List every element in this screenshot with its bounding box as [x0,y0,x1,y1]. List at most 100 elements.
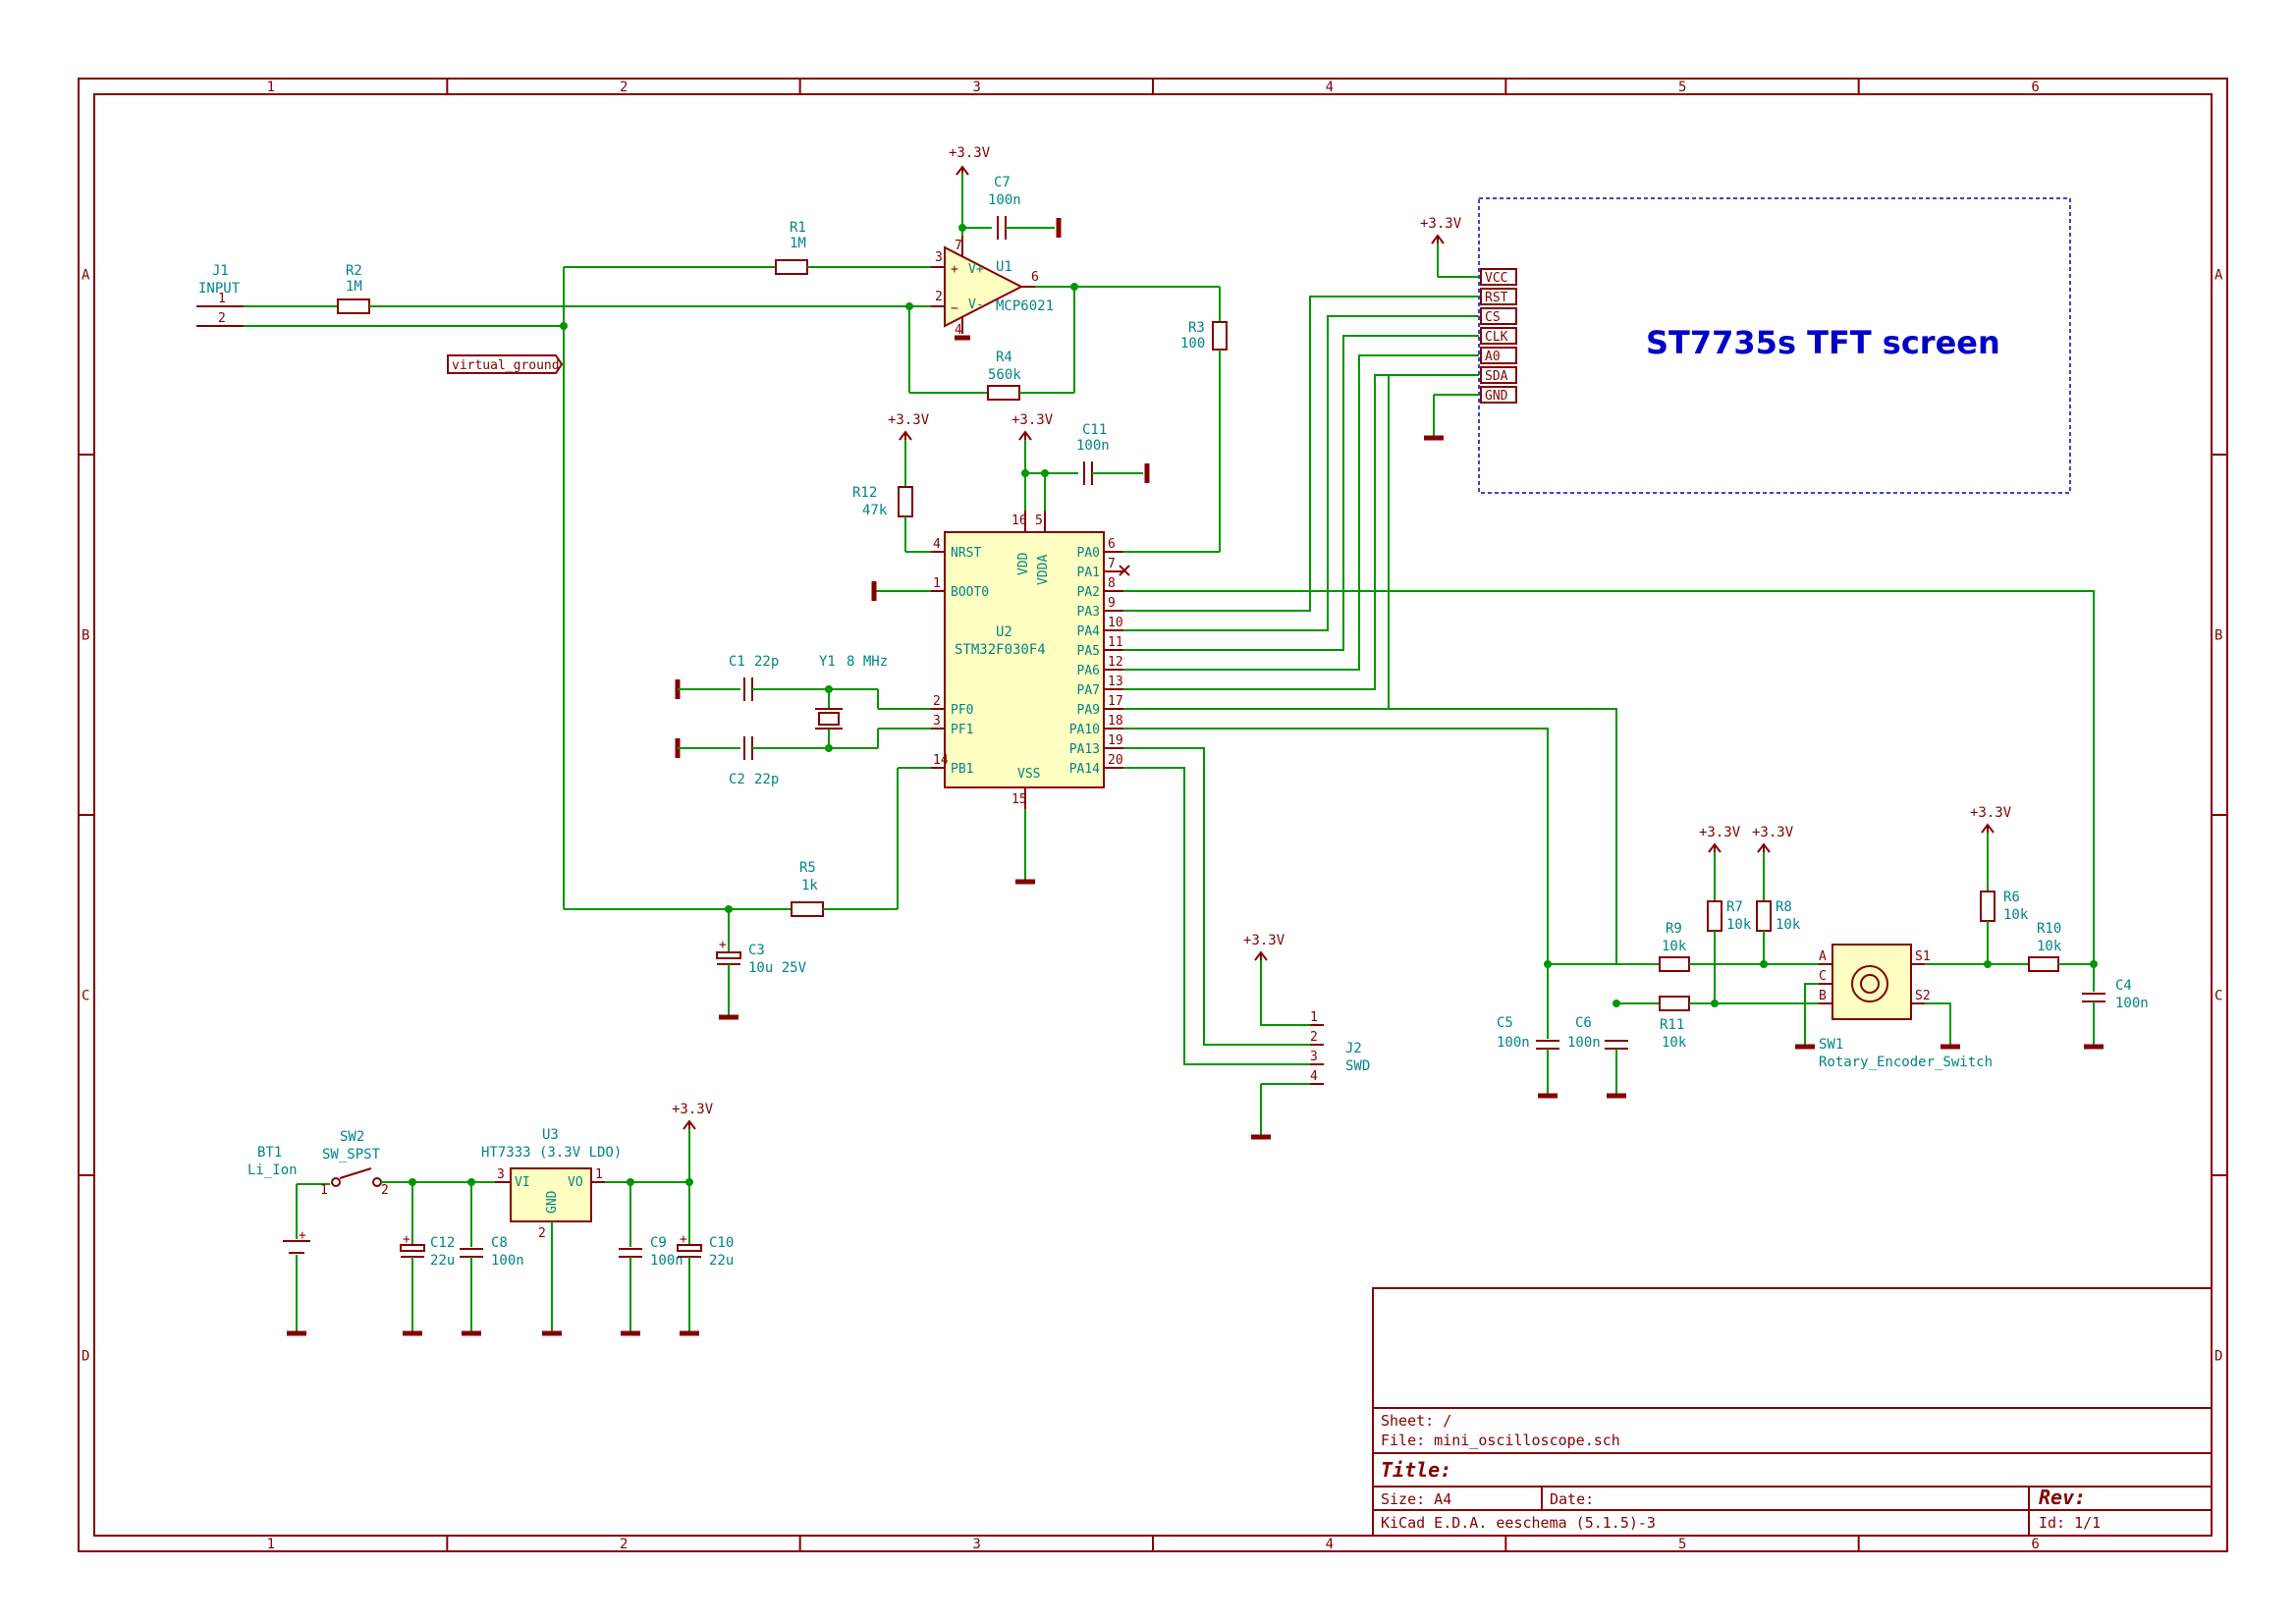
svg-text:+: + [680,1232,687,1247]
tft-section: ST7735s TFT screen +3.3V VCCRSTCSCLKA0SD… [1123,197,2095,964]
u2-right-pin-name: PA3 [1077,605,1100,620]
tb-rev: Rev: [2039,1486,2086,1509]
u2-left-pin-num: 3 [933,714,941,729]
bt1-value: Li_Ion [247,1163,298,1178]
r7-value: 10k [1726,917,1752,933]
sw2-pin2: 2 [381,1183,389,1198]
tft-pin-label: VCC [1485,271,1507,286]
u3-ref: U3 [542,1127,559,1143]
u2-ref: U2 [996,624,1012,640]
c7-ref: C7 [994,175,1011,190]
r8-value: 10k [1776,917,1801,933]
u2-right-pin-name: PA4 [1077,624,1101,639]
u2-right-pin-num: 12 [1108,655,1123,670]
r12-ref: R12 [852,485,877,501]
tb-size: Size: A4 [1381,1490,1451,1508]
tft-outline [1478,197,2071,494]
c9-value: 100n [650,1253,683,1269]
y1-value: 8 MHz [847,654,888,670]
u3-pin1: 1 [595,1167,603,1182]
u3-vo: VO [568,1175,583,1190]
u2-right-pin-num: 18 [1108,714,1123,729]
sw1-encoder [1831,944,1912,1020]
r4-ref: R4 [996,350,1012,365]
r4-value: 560k [988,367,1021,383]
frame-row-left: A [82,268,90,284]
u2-right-pin-name: PA2 [1077,585,1100,600]
r2-ref: R2 [346,263,362,279]
r7-ref: R7 [1726,899,1743,915]
tb-file: File: mini_oscilloscope.sch [1381,1432,1620,1449]
u2-vss-num: 15 [1011,792,1027,807]
pwr-r7-label: +3.3V [1699,825,1741,840]
tft-pin-label: GND [1485,389,1508,404]
tb-sheet: Sheet: / [1381,1412,1451,1430]
sw1-pin-c: C [1819,969,1827,984]
u2-right-pin-num: 10 [1108,616,1123,630]
u1-pin3: 3 [935,250,943,265]
u2-left-pin-num: 4 [933,537,941,552]
r5-value: 1k [801,878,818,893]
u1-ref: U1 [996,259,1012,275]
frame-row-right: C [2214,989,2222,1004]
c3-ref: C3 [748,943,765,958]
frame-col-top: 2 [620,80,628,95]
r1-value: 1M [790,236,806,251]
u2-right-pin-name: PA13 [1069,742,1100,757]
frame-col-top: 3 [972,80,980,95]
c5-ref: C5 [1497,1015,1513,1031]
r8-resistor [1756,900,1772,932]
tft-pin-box [1480,268,1517,286]
r5-ref: R5 [799,860,816,876]
u1-pin7: 7 [955,239,962,253]
u1-pin4: 4 [955,323,962,338]
frame-col-bottom: 3 [972,1537,980,1552]
sw1-ref: SW1 [1819,1037,1843,1053]
u2-right-pin-num: 19 [1108,733,1123,748]
r3-resistor [1212,321,1228,351]
u2-right-pin-num: 6 [1108,537,1116,552]
y1-crystal [818,712,840,726]
pwr-j2-label: +3.3V [1243,933,1285,948]
c6-ref: C6 [1575,1015,1592,1031]
u2-right-pin-name: PA10 [1069,723,1100,737]
frame-col-top: 5 [1678,80,1686,95]
c8-ref: C8 [491,1235,508,1251]
u2-right-pin-name: PA6 [1077,664,1100,678]
r9-resistor [1659,956,1690,972]
u2-vdda-num: 5 [1035,514,1043,528]
j2-pin3: 3 [1310,1050,1318,1064]
frame-row-right: A [2214,268,2223,284]
sw2-ref: SW2 [340,1129,364,1145]
j2-pin4: 4 [1310,1069,1318,1084]
tft-pin-box [1480,327,1517,345]
u2-left-pin-name: PF1 [951,723,973,737]
mcu-section: +3.3V R12 47k +3.3V C11 100n 16 5 VDD VD… [564,412,1150,1020]
j2-pin1: 1 [1310,1010,1318,1025]
u1-vminus: V- [968,298,984,312]
frame-row-left: C [82,989,89,1004]
tb-tool: KiCad E.D.A. eeschema (5.1.5)-3 [1381,1514,1656,1532]
y1-ref: Y1 [819,654,836,670]
r6-resistor [1980,891,1995,922]
pwr-tft-label: +3.3V [1420,216,1462,232]
r1-resistor [775,259,808,275]
c4-ref: C4 [2115,978,2132,994]
c8-value: 100n [491,1253,524,1269]
j2-value: SWD [1345,1058,1370,1074]
u1-vplus: V+ [968,262,984,277]
u2-right-pin-num: 11 [1108,635,1123,650]
u2-vdda-name: VDDA [1036,555,1051,585]
frame-col-top: 4 [1326,80,1334,95]
c5-value: 100n [1497,1035,1530,1051]
u2-right-pin-name: PA1 [1077,566,1100,580]
tb-title: Title: [1381,1458,1451,1482]
tft-pin-label: RST [1485,291,1508,305]
frame-col-top: 6 [2031,80,2039,95]
r12-value: 47k [862,503,888,518]
tft-pin-box [1480,366,1517,384]
frame-col-top: 1 [267,80,275,95]
frame-col-bottom: 1 [267,1537,275,1552]
